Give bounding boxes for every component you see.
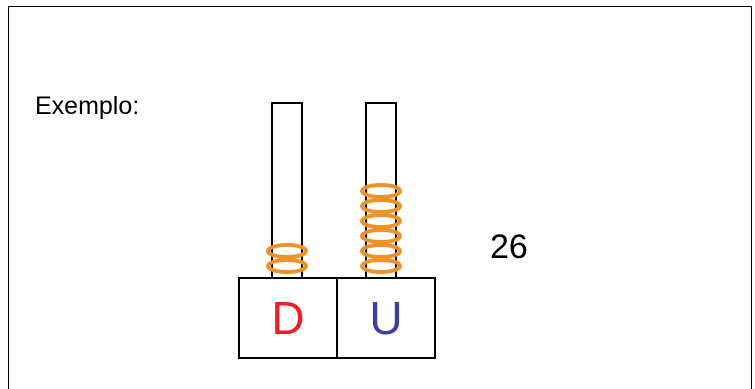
number-value: 26: [490, 228, 528, 266]
bead: [266, 258, 308, 274]
units-beads: [360, 183, 402, 274]
units-place-label: U: [369, 292, 402, 344]
bead: [266, 243, 308, 259]
bead: [360, 213, 402, 229]
bead: [360, 243, 402, 259]
tens-beads: [266, 243, 308, 274]
example-frame: [8, 6, 752, 389]
example-label: Exemplo:: [35, 92, 140, 120]
tens-place-label: D: [271, 292, 304, 344]
tens-rod: [271, 102, 303, 279]
bead: [360, 198, 402, 214]
units-rod: [365, 102, 397, 279]
units-base-box: [336, 277, 436, 359]
bead: [360, 228, 402, 244]
bead: [360, 183, 402, 199]
bead: [360, 258, 402, 274]
